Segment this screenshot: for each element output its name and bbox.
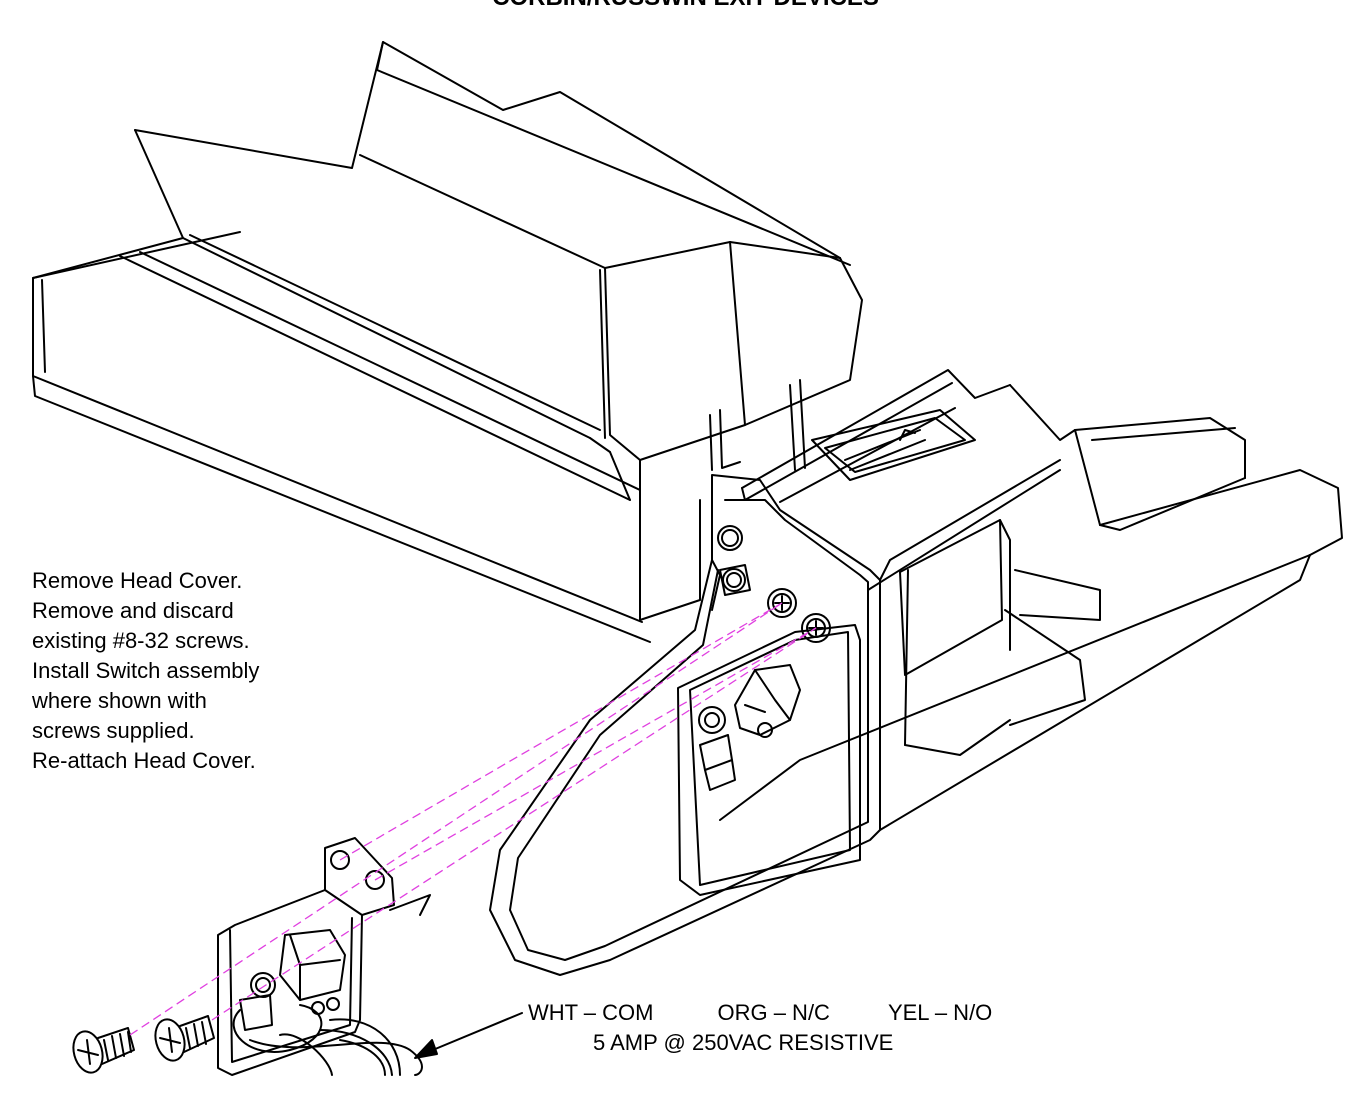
side-bracket [489,459,1311,976]
instruction-line: where shown with [32,688,207,713]
instruction-line: existing #8-32 screws. [32,628,250,653]
device-rail [32,41,851,643]
instruction-line: screws supplied. [32,718,195,743]
instruction-line: Re-attach Head Cover. [32,748,256,773]
wiring-callout: WHT – COM ORG – N/C YEL – N/O 5 AMP @ 250V… [528,998,992,1058]
instruction-line: Remove Head Cover. [32,568,243,593]
instruction-line: Remove and discard [32,598,234,623]
wire-leads [232,1004,423,1076]
bracket-window [899,519,1101,756]
leader-arrow [414,1012,523,1059]
instruction-line: Install Switch assembly [32,658,260,683]
switch-assembly-microswitch [239,929,346,1031]
wire-color-legend: WHT – COM ORG – N/C YEL – N/O [528,998,992,1028]
screw-left [72,1027,135,1074]
alignment-guides [129,602,817,1036]
wire-wht-label: WHT – COM [528,1000,654,1025]
installation-instructions: Remove Head Cover. Remove and discard ex… [32,566,259,776]
page-title: CORBIN/RUSSWIN EXIT DEVICES [0,0,1371,12]
wire-yel-label: YEL – N/O [887,1000,993,1025]
chassis-frame [719,369,1343,821]
wire-org-label: ORG – N/C [717,1000,830,1025]
installed-screws [767,588,831,643]
switch-rating: 5 AMP @ 250VAC RESISTIVE [593,1030,894,1055]
rail-end-block [599,241,863,621]
screw-right [154,1015,215,1062]
installed-microswitch [698,664,801,791]
mounting-plate [677,525,861,896]
